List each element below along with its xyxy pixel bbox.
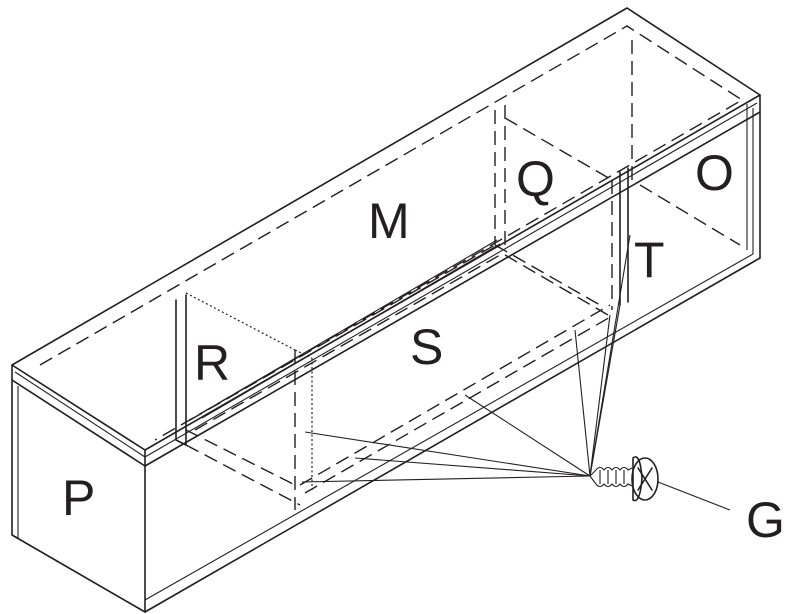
label-P: P: [62, 470, 95, 526]
left-end-panel: [11, 379, 146, 613]
screw: [301, 234, 731, 511]
label-M: M: [368, 193, 410, 249]
label-T: T: [634, 232, 665, 288]
top-panel: [11, 7, 761, 467]
right-end-panel: [631, 40, 761, 259]
label-O: O: [695, 145, 734, 201]
middle-divider: [494, 105, 629, 310]
bottom-edge: [144, 253, 761, 613]
label-R: R: [194, 335, 230, 391]
label-S: S: [410, 319, 443, 375]
label-G: G: [746, 492, 785, 548]
back-panel: [189, 239, 613, 494]
left-divider: [175, 292, 313, 510]
label-Q: Q: [516, 151, 555, 207]
